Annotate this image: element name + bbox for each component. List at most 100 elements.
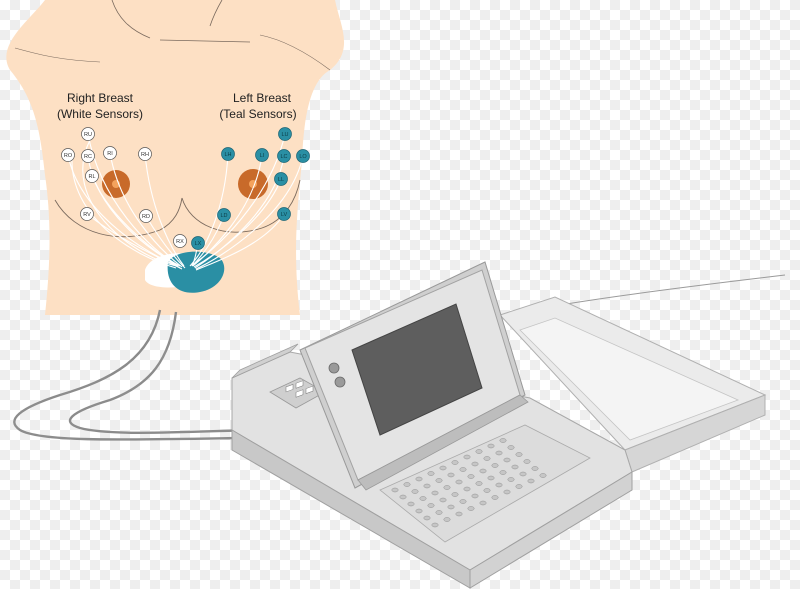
sensor-lv: LV [277, 207, 291, 221]
keyboard-key[interactable] [495, 450, 503, 456]
keyboard-key[interactable] [447, 504, 455, 510]
breast-contour-right [54, 197, 183, 238]
sensor-label: LC [280, 154, 287, 160]
keyboard-key[interactable] [463, 486, 471, 492]
keyboard-key[interactable] [499, 470, 507, 475]
sensor-label: RX [176, 239, 184, 245]
keyboard-key[interactable] [443, 485, 451, 490]
keyboard-key[interactable] [483, 488, 491, 493]
keyboard-key[interactable] [523, 459, 531, 464]
keyboard-key[interactable] [463, 454, 471, 460]
device-side-rail [231, 343, 299, 379]
screen-knob-bottom[interactable] [334, 376, 346, 388]
control-button[interactable] [285, 384, 294, 393]
control-button[interactable] [295, 380, 304, 389]
keyboard-key[interactable] [487, 475, 495, 481]
keyboard-key[interactable] [423, 515, 431, 521]
keyboard-key[interactable] [515, 452, 523, 457]
keyboard-key[interactable] [527, 478, 535, 484]
keyboard-key[interactable] [503, 457, 511, 463]
keyboard-key[interactable] [431, 490, 439, 496]
keyboard-key[interactable] [459, 499, 467, 504]
keyboard-key[interactable] [455, 511, 463, 517]
keyboard-key[interactable] [495, 482, 503, 488]
keyboard-key[interactable] [491, 495, 499, 500]
keyboard-key[interactable] [439, 497, 447, 503]
keyboard [391, 438, 547, 528]
keyboard-key[interactable] [451, 492, 459, 497]
control-button[interactable] [295, 389, 304, 398]
sensor-label: RO [64, 153, 73, 159]
keyboard-key[interactable] [419, 496, 427, 501]
keyboard-key[interactable] [451, 460, 459, 465]
keyboard-key[interactable] [467, 474, 475, 479]
sensor-ld: LD [217, 208, 231, 222]
keyboard-key[interactable] [475, 449, 483, 454]
keyboard-key[interactable] [443, 517, 451, 522]
keyboard-key[interactable] [539, 473, 547, 478]
right-breast-title: Right Breast [67, 91, 134, 105]
keyboard-key[interactable] [511, 464, 519, 470]
keyboard-key[interactable] [531, 466, 539, 471]
left-breast-title: Left Breast [233, 91, 292, 105]
sensor-ll: LL [274, 172, 288, 186]
keyboard-key[interactable] [487, 443, 495, 449]
keyboard-key[interactable] [467, 506, 475, 511]
keyboard-key[interactable] [423, 483, 431, 489]
sensor-label: LX [195, 241, 202, 247]
sensor-label: LU [281, 132, 288, 138]
keyboard-key[interactable] [415, 476, 423, 482]
keyboard-key[interactable] [519, 471, 527, 477]
keyboard-key[interactable] [439, 465, 447, 471]
keyboard-key[interactable] [447, 472, 455, 478]
keyboard-key[interactable] [427, 471, 435, 476]
keyboard-key[interactable] [435, 510, 443, 515]
keyboard-key[interactable] [507, 445, 515, 450]
sensor-ro: RO [61, 148, 75, 162]
keyboard-key[interactable] [407, 501, 415, 507]
sensor-label: RU [84, 132, 92, 138]
keyboard-key[interactable] [431, 522, 439, 528]
keyboard-key[interactable] [411, 489, 419, 494]
keyboard-key[interactable] [507, 477, 515, 482]
keyboard-key[interactable] [471, 461, 479, 467]
sensor-lc: LC [277, 149, 291, 163]
teal-sensors: LU LH LI LC LO LL LD LV [191, 127, 310, 250]
keyboard-key[interactable] [499, 438, 507, 443]
keyboard-key[interactable] [459, 467, 467, 472]
sensor-rd: RD [139, 209, 153, 223]
collarbone-left [159, 39, 251, 43]
keyboard-key[interactable] [491, 463, 499, 468]
breast-contour-left [181, 179, 301, 233]
keyboard-key[interactable] [515, 484, 523, 489]
sensor-label: RD [142, 214, 150, 220]
sensor-label: LL [278, 177, 284, 183]
keyboard-key[interactable] [455, 479, 463, 485]
keyboard-key[interactable] [399, 494, 407, 500]
keyboard-key[interactable] [427, 503, 435, 508]
keyboard-key[interactable] [503, 489, 511, 495]
sensor-label: LI [260, 153, 265, 159]
keyboard-key[interactable] [479, 500, 487, 506]
cable-inner [68, 311, 253, 434]
sensor-label: RV [83, 212, 91, 218]
keyboard-key[interactable] [391, 487, 399, 493]
sensor-lh: LH [221, 147, 235, 161]
sensor-rv: RV [80, 207, 94, 221]
keyboard-key[interactable] [471, 493, 479, 499]
keyboard-key[interactable] [475, 481, 483, 486]
cables [13, 309, 253, 441]
screen-knob-top[interactable] [328, 362, 340, 374]
keyboard-key[interactable] [435, 478, 443, 483]
keyboard-key[interactable] [415, 508, 423, 514]
device-base-side [469, 471, 633, 589]
keyboard-key[interactable] [483, 456, 491, 461]
control-button[interactable] [305, 385, 314, 394]
keyboard-key[interactable] [479, 468, 487, 474]
neck-line-left [111, 0, 151, 39]
sensor-label: LO [299, 154, 307, 160]
keyboard-key[interactable] [403, 482, 411, 487]
sensor-label: RC [84, 154, 92, 160]
sensor-rl: RL [85, 169, 99, 183]
